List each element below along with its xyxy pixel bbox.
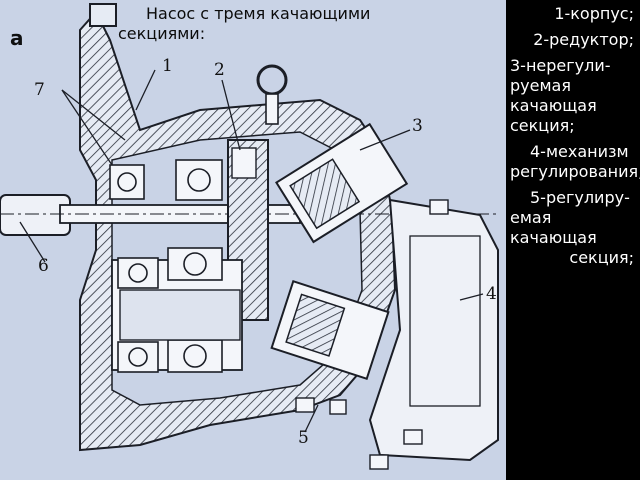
- callout-5: 5: [298, 428, 309, 448]
- bolts: [295, 199, 449, 470]
- legend-item-variable-section: 5-регулиру-емая качающая секция;: [510, 188, 634, 267]
- lifting-eye: [256, 64, 288, 96]
- callout-1: 1: [162, 56, 173, 76]
- regulating-mechanism: [368, 198, 499, 462]
- pump-drawing-svg: [0, 3, 500, 470]
- upper-bearings: [109, 159, 223, 201]
- legend-item-regulating-mechanism: 4-механизм регулирования;: [510, 142, 640, 181]
- top-boss: [89, 3, 117, 27]
- figure-letter: а: [10, 26, 24, 50]
- fixed-pumping-section: [275, 122, 409, 244]
- legend-item-housing: 1-корпус;: [554, 4, 634, 23]
- callout-6: 6: [38, 256, 49, 276]
- lower-bearings: [117, 247, 223, 373]
- lower-shaft: [119, 289, 241, 341]
- gear-tooth: [231, 147, 257, 179]
- slide-title: Насос с тремя качающими секциями:: [118, 4, 371, 43]
- callout-7: 7: [34, 80, 45, 100]
- legend-item-reducer: 2-редуктор;: [533, 30, 634, 49]
- variable-pumping-section: [270, 280, 390, 380]
- callout-2: 2: [214, 60, 225, 80]
- regulator-inner: [409, 235, 481, 407]
- callout-3: 3: [412, 116, 423, 136]
- legend-item-fixed-section: 3-нерегули-руемая качающая секция;: [510, 56, 611, 135]
- lifting-eye-stem: [265, 93, 279, 125]
- callout-4: 4: [486, 284, 497, 304]
- leader-lines: [19, 69, 484, 433]
- pump-cross-section-drawing: а Насос с тремя качающими секциями: 1 2 …: [0, 0, 506, 480]
- legend-panel: 1-корпус; 2-редуктор; 3-нерегули-руемая …: [506, 0, 640, 480]
